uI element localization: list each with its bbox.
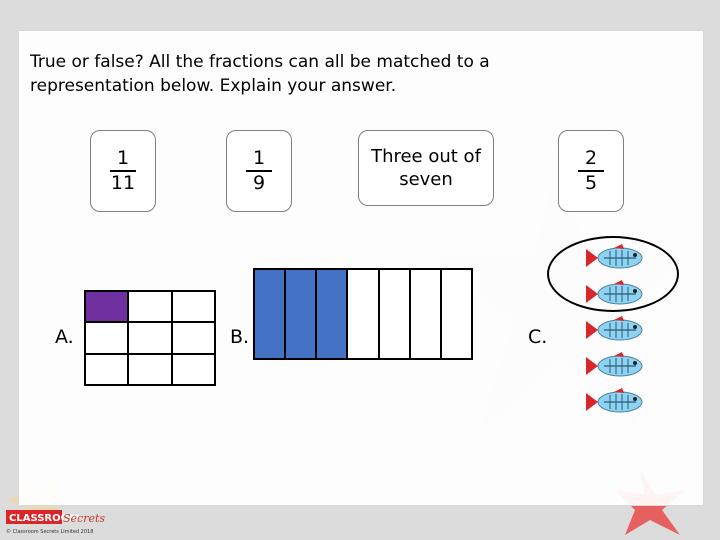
denominator: 5 <box>584 172 598 194</box>
logo-brand: CLASSROOM <box>9 513 79 524</box>
label-a: A. <box>55 326 74 348</box>
logo-script: Secrets <box>63 512 105 525</box>
logo-graphic: CLASSROOM Secrets <box>6 510 105 525</box>
fraction-bar <box>246 170 272 172</box>
grid-cell <box>129 323 171 353</box>
grid-cell <box>129 354 171 384</box>
circled-fish-ring <box>547 236 679 312</box>
copyright-text: © Classroom Secrets Limited 2018 <box>6 529 94 535</box>
fraction: 1 11 <box>110 148 136 194</box>
fish-icon <box>586 316 643 341</box>
fish-icon <box>586 352 643 377</box>
fraction-bar <box>110 170 136 172</box>
fraction: 2 5 <box>578 148 604 194</box>
fraction-card-one-ninth: 1 9 <box>226 130 292 212</box>
bar-segment-shaded <box>255 270 285 358</box>
text-card-three-out-of-seven: Three out of seven <box>358 130 494 206</box>
denominator: 9 <box>252 172 266 194</box>
grid-cell-shaded <box>86 292 128 322</box>
bar-segment-shaded <box>286 270 316 358</box>
fraction-card-one-eleventh: 1 11 <box>90 130 156 212</box>
grid-representation-a <box>84 290 216 386</box>
denominator: 11 <box>110 172 136 194</box>
grid-cell <box>86 354 128 384</box>
label-b: B. <box>230 326 250 348</box>
grid-cell <box>172 354 214 384</box>
fraction: 1 9 <box>246 148 272 194</box>
grid-cell <box>172 292 214 322</box>
grid-cell <box>86 323 128 353</box>
bar-segment <box>348 270 378 358</box>
fraction-card-two-fifths: 2 5 <box>558 130 624 212</box>
numerator: 1 <box>252 147 266 169</box>
label-c: C. <box>528 326 548 348</box>
card-text: Three out of seven <box>371 146 481 190</box>
bar-segment-shaded <box>317 270 347 358</box>
grid-cell <box>172 323 214 353</box>
fish-icon <box>586 388 643 413</box>
numerator: 2 <box>584 147 598 169</box>
bar-segment <box>379 270 409 358</box>
bar-representation-b <box>253 268 473 360</box>
fraction-bar <box>578 170 604 172</box>
question-text: True or false? All the fractions can all… <box>30 52 490 96</box>
bar-segment <box>441 270 471 358</box>
numerator: 1 <box>116 147 130 169</box>
classroom-secrets-logo: CLASSROOM Secrets <box>6 506 106 532</box>
grid-cell <box>129 292 171 322</box>
bar-segment <box>410 270 440 358</box>
